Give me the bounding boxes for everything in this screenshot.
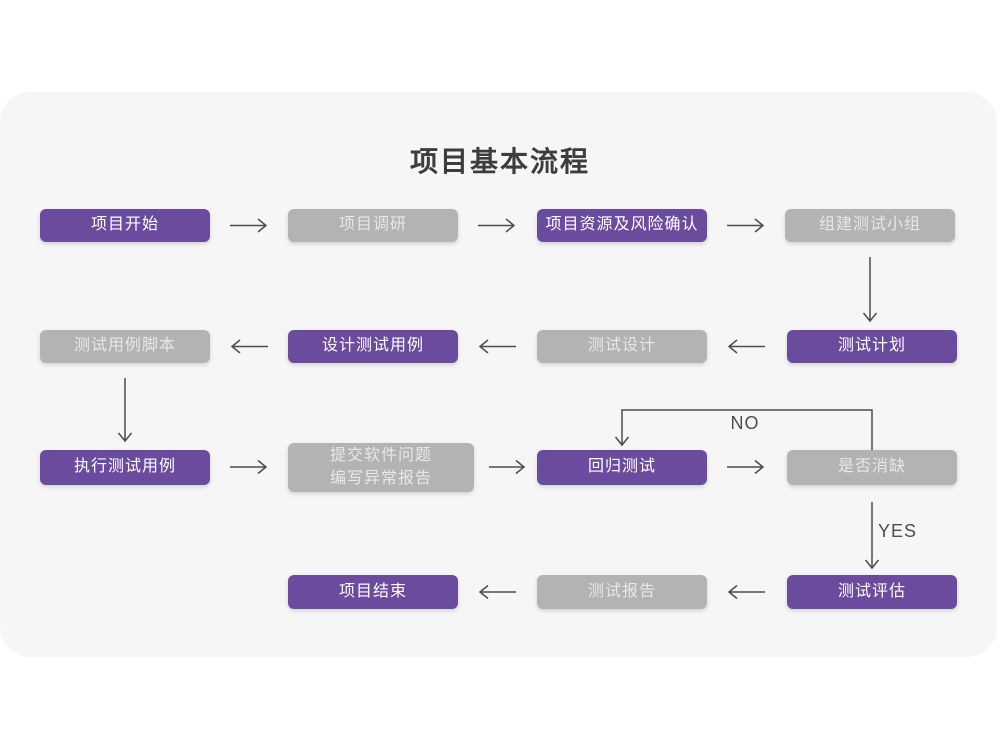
page-title: 项目基本流程 <box>409 146 590 177</box>
flow-node-project-research: 项目调研 <box>288 209 458 242</box>
flow-node-project-end: 项目结束 <box>288 575 458 609</box>
flow-node-build-test-team: 组建测试小组 <box>785 209 955 242</box>
flow-node-project-start: 项目开始 <box>40 209 210 242</box>
edge-label-no: NO <box>730 413 760 433</box>
flow-node-execute-test-case: 执行测试用例 <box>40 450 210 485</box>
flow-node-test-case-script: 测试用例脚本 <box>40 330 210 363</box>
flow-node-submit-issue-report: 提交软件问题 编写异常报告 <box>288 443 474 492</box>
flow-node-design-test-case: 设计测试用例 <box>288 330 458 363</box>
flow-node-defect-cleared: 是否消缺 <box>787 450 957 485</box>
flow-node-test-design: 测试设计 <box>537 330 707 363</box>
edge-label-yes: YES <box>878 521 918 541</box>
flowchart-card <box>0 92 997 657</box>
flow-node-test-plan: 测试计划 <box>787 330 957 363</box>
flow-node-test-evaluation: 测试评估 <box>787 575 957 609</box>
flow-node-resource-risk-confirm: 项目资源及风险确认 <box>537 209 707 242</box>
flow-node-regression-test: 回归测试 <box>537 450 707 485</box>
flow-node-test-report: 测试报告 <box>537 575 707 609</box>
